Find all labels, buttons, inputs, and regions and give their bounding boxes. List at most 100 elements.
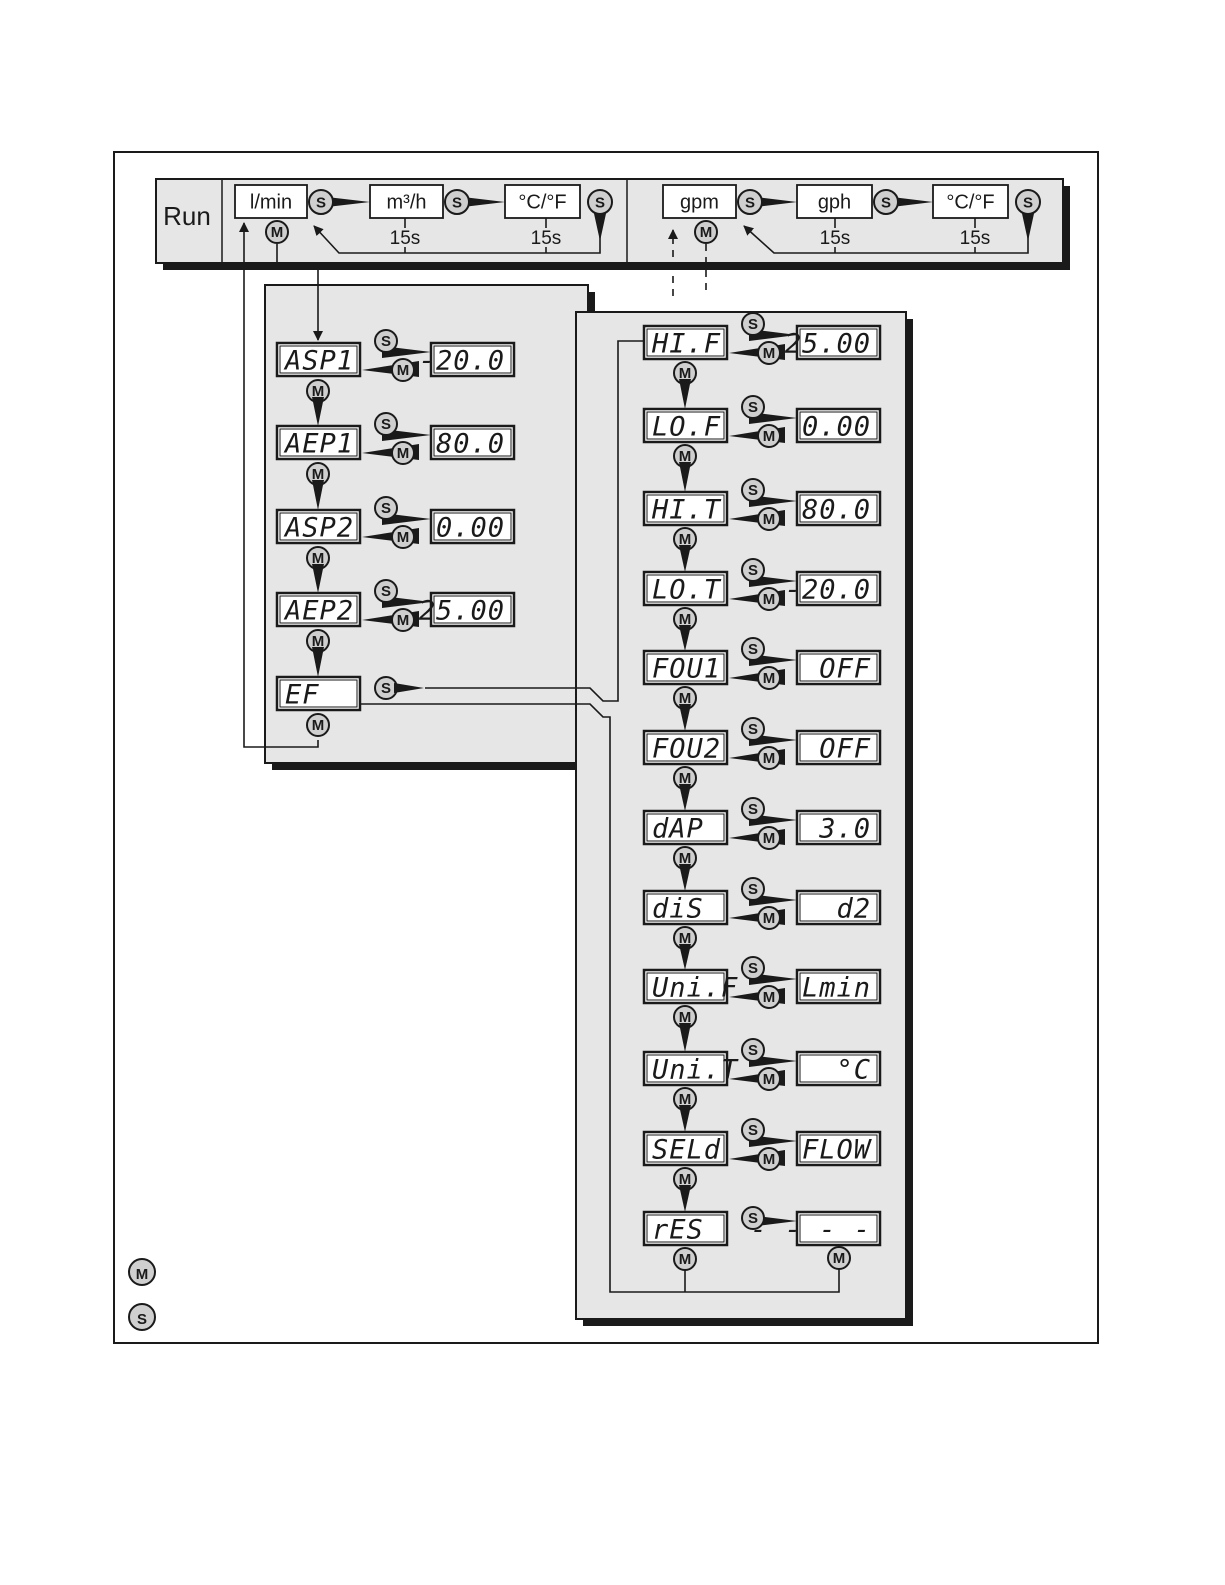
left-mode-button-2[interactable]: M xyxy=(391,441,415,465)
metric-mode-button[interactable]: M xyxy=(265,220,289,244)
left-param-2-text: AEP1 xyxy=(283,429,354,460)
left-value-4-text: 25.00 xyxy=(419,596,505,627)
metric-set-button-3-letter: S xyxy=(595,194,605,211)
metric-set-button-3-tail xyxy=(593,209,607,241)
metric-set-button-1-letter: S xyxy=(316,194,326,211)
right-set-button-9[interactable]: S xyxy=(741,956,765,980)
right-set-button-10[interactable]: S xyxy=(741,1038,765,1062)
left-set-button-1[interactable]: S xyxy=(374,329,398,353)
right-next-arrow-3 xyxy=(679,545,691,572)
right-param-3: HI.T xyxy=(642,490,729,527)
left-next-button-2[interactable]: M xyxy=(306,462,330,486)
right-set-button-11[interactable]: S xyxy=(741,1118,765,1142)
right-set-button-8[interactable]: S xyxy=(741,877,765,901)
left-value-2-text: 80.0 xyxy=(436,429,505,460)
right-reset-value-mode-button[interactable]: M xyxy=(827,1246,851,1270)
left-param-3: ASP2 xyxy=(275,508,362,545)
metric-set-button-1[interactable]: S xyxy=(308,189,334,215)
right-set-button-2[interactable]: S xyxy=(741,395,765,419)
right-param-2-text: LO.F xyxy=(652,412,721,443)
left-mode-button-1[interactable]: M xyxy=(391,358,415,382)
right-mode-button-8[interactable]: M xyxy=(757,906,781,930)
right-next-button-2-letter: M xyxy=(679,448,692,465)
metric-unit-3: °C/°F xyxy=(504,184,581,219)
metric-set-button-3[interactable]: S xyxy=(587,189,613,215)
right-set-button-1[interactable]: S xyxy=(741,312,765,336)
left-mode-button-4[interactable]: M xyxy=(391,608,415,632)
right-set-button-4[interactable]: S xyxy=(741,558,765,582)
right-set-button-12[interactable]: S xyxy=(741,1206,765,1230)
right-mode-button-9-letter: M xyxy=(763,989,776,1006)
right-mode-button-10[interactable]: M xyxy=(757,1067,781,1091)
right-set-button-3[interactable]: S xyxy=(741,478,765,502)
right-set-button-8-letter: S xyxy=(748,881,758,898)
right-value-4: -20.0 xyxy=(785,570,882,607)
right-next-button-8-letter: M xyxy=(679,930,692,947)
imperial-set-button-3[interactable]: S xyxy=(1015,189,1041,215)
metric-set-arrow-2 xyxy=(463,197,505,207)
right-param-8-text: diS xyxy=(652,894,704,925)
right-set-button-5[interactable]: S xyxy=(741,637,765,661)
right-mode-button-2-letter: M xyxy=(763,428,776,445)
imperial-set-button-2[interactable]: S xyxy=(873,189,899,215)
metric-unit-2-text: m³/h xyxy=(387,192,427,214)
right-param-10: Uni.T xyxy=(642,1050,738,1087)
right-next-button-12-letter: M xyxy=(679,1251,692,1268)
right-next-button-12[interactable]: M xyxy=(673,1247,697,1271)
imperial-mode-button-letter: M xyxy=(700,224,713,241)
right-value-10: °C xyxy=(795,1050,882,1087)
right-set-button-6[interactable]: S xyxy=(741,717,765,741)
left-mode-button-4-letter: M xyxy=(397,612,410,629)
right-param-5-text: FOU1 xyxy=(652,654,721,685)
right-mode-button-9[interactable]: M xyxy=(757,985,781,1009)
right-mode-button-3[interactable]: M xyxy=(757,507,781,531)
right-value-7: 3.0 xyxy=(795,809,882,846)
left-next-button-4[interactable]: M xyxy=(306,629,330,653)
left-set-button-ef[interactable]: S xyxy=(374,676,398,700)
left-mode-button-3[interactable]: M xyxy=(391,525,415,549)
right-next-button-6[interactable]: M xyxy=(673,766,697,790)
right-next-button-1[interactable]: M xyxy=(673,361,697,385)
right-value-6-text: OFF xyxy=(819,734,871,765)
left-param-5-text: EF xyxy=(285,680,320,711)
right-mode-button-11[interactable]: M xyxy=(757,1147,781,1171)
right-mode-button-2[interactable]: M xyxy=(757,424,781,448)
right-param-7: dAP xyxy=(642,809,729,846)
right-next-button-2[interactable]: M xyxy=(673,444,697,468)
right-set-button-4-letter: S xyxy=(748,562,758,579)
left-set-button-3[interactable]: S xyxy=(374,496,398,520)
right-next-arrow-6 xyxy=(679,784,691,811)
metric-timeout-1: 15s xyxy=(390,228,421,249)
right-mode-button-4[interactable]: M xyxy=(757,587,781,611)
right-next-button-5[interactable]: M xyxy=(673,686,697,710)
left-set-button-2[interactable]: S xyxy=(374,412,398,436)
right-set-button-11-letter: S xyxy=(748,1122,758,1139)
right-mode-button-1[interactable]: M xyxy=(757,341,781,365)
ef-set-to-right-menu-line xyxy=(425,340,645,702)
right-set-button-7[interactable]: S xyxy=(741,797,765,821)
left-next-button-1-letter: M xyxy=(312,383,325,400)
right-next-button-11[interactable]: M xyxy=(673,1167,697,1191)
right-next-button-3[interactable]: M xyxy=(673,527,697,551)
right-mode-button-10-letter: M xyxy=(763,1071,776,1088)
left-next-button-5[interactable]: M xyxy=(306,713,330,737)
left-param-5: EF xyxy=(275,675,362,712)
left-next-button-3[interactable]: M xyxy=(306,546,330,570)
left-param-1: ASP1 xyxy=(275,341,362,378)
left-param-4: AEP2 xyxy=(275,591,362,628)
left-set-button-4[interactable]: S xyxy=(374,579,398,603)
right-param-3-text: HI.T xyxy=(651,495,722,526)
left-value-1: -20.0 xyxy=(419,341,516,378)
right-value-1: 25.00 xyxy=(785,324,882,361)
metric-set-button-2[interactable]: S xyxy=(444,189,470,215)
imperial-set-button-1[interactable]: S xyxy=(737,189,763,215)
right-mode-button-7[interactable]: M xyxy=(757,826,781,850)
metric-unit-1-text: l/min xyxy=(250,192,292,214)
imperial-mode-button[interactable]: M xyxy=(694,220,718,244)
right-mode-button-6[interactable]: M xyxy=(757,746,781,770)
left-mode-button-3-letter: M xyxy=(397,529,410,546)
imperial-timeout-2: 15s xyxy=(960,228,991,249)
imperial-set-button-1-letter: S xyxy=(745,194,755,211)
metric-timeout-2: 15s xyxy=(531,228,562,249)
right-mode-button-5[interactable]: M xyxy=(757,666,781,690)
